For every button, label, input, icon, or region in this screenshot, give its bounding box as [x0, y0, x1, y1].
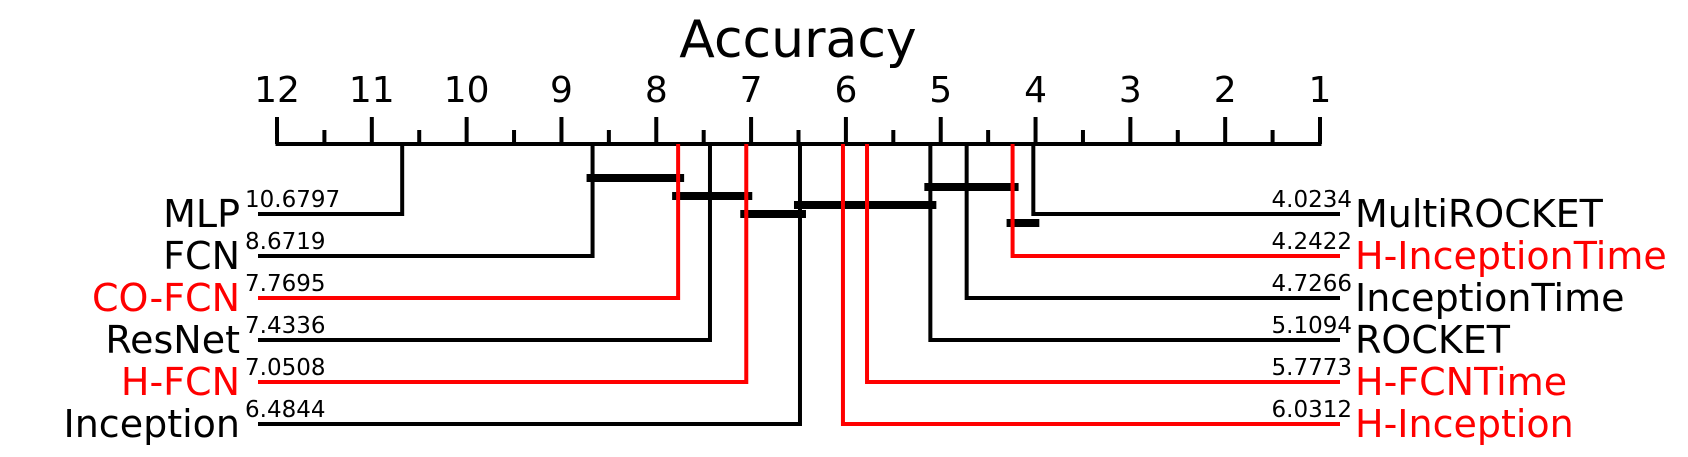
- tick-label: 9: [550, 70, 573, 111]
- method-connector: [258, 144, 595, 258]
- rank-label: 4.7266: [1272, 271, 1352, 297]
- method-name: CO-FCN: [92, 276, 240, 320]
- clique-bars: [586, 174, 1040, 227]
- method-connector: [258, 144, 405, 216]
- method-name: ResNet: [105, 318, 240, 362]
- tick-label: 6: [834, 70, 857, 111]
- rank-label: 7.0508: [245, 355, 325, 381]
- method-name: H-InceptionTime: [1355, 234, 1667, 278]
- method-connector: [1031, 144, 1340, 216]
- rank-axis: 12 11 10 9 8 7 6 5 4 3 2 1: [254, 70, 1332, 146]
- chart-title: Accuracy: [679, 10, 916, 70]
- method-connector: [1010, 144, 1340, 258]
- tick-label: 12: [254, 70, 300, 111]
- method-name: InceptionTime: [1355, 276, 1624, 320]
- tick-label: 1: [1309, 70, 1332, 111]
- rank-label: 6.0312: [1272, 397, 1352, 423]
- rank-label: 5.7773: [1272, 355, 1352, 381]
- rank-label: 5.1094: [1272, 313, 1352, 339]
- rank-label: 8.6719: [245, 229, 325, 255]
- rank-label: 6.4844: [245, 397, 325, 423]
- rank-label: 7.4336: [245, 313, 325, 339]
- method-name: H-FCNTime: [1355, 360, 1567, 404]
- method-name: MLP: [163, 192, 240, 236]
- tick-label: 5: [929, 70, 952, 111]
- method-name: Inception: [64, 402, 240, 446]
- method-connector: [840, 144, 1340, 426]
- method-name: MultiROCKET: [1355, 192, 1604, 236]
- method-connector: [964, 144, 1340, 300]
- tick-label: 10: [444, 70, 490, 111]
- tick-label: 7: [740, 70, 763, 111]
- method-connector: [258, 144, 681, 300]
- rank-label: 10.6797: [245, 187, 340, 213]
- method-name: H-FCN: [121, 360, 240, 404]
- method-connector: [258, 144, 712, 342]
- method-name: FCN: [163, 234, 240, 278]
- tick-label: 3: [1119, 70, 1142, 111]
- tick-label: 4: [1024, 70, 1047, 111]
- tick-label: 2: [1214, 70, 1237, 111]
- method-connector: [258, 144, 749, 384]
- method-connector: [865, 144, 1340, 384]
- rank-label: 4.2422: [1272, 229, 1352, 255]
- tick-label: 11: [349, 70, 395, 111]
- rank-label: 4.0234: [1272, 187, 1352, 213]
- rank-label: 7.7695: [245, 271, 325, 297]
- method-name: H-Inception: [1355, 402, 1574, 446]
- method-connector: [258, 144, 802, 426]
- method-connector: [928, 144, 1340, 342]
- method-name: ROCKET: [1355, 318, 1511, 362]
- tick-label: 8: [645, 70, 668, 111]
